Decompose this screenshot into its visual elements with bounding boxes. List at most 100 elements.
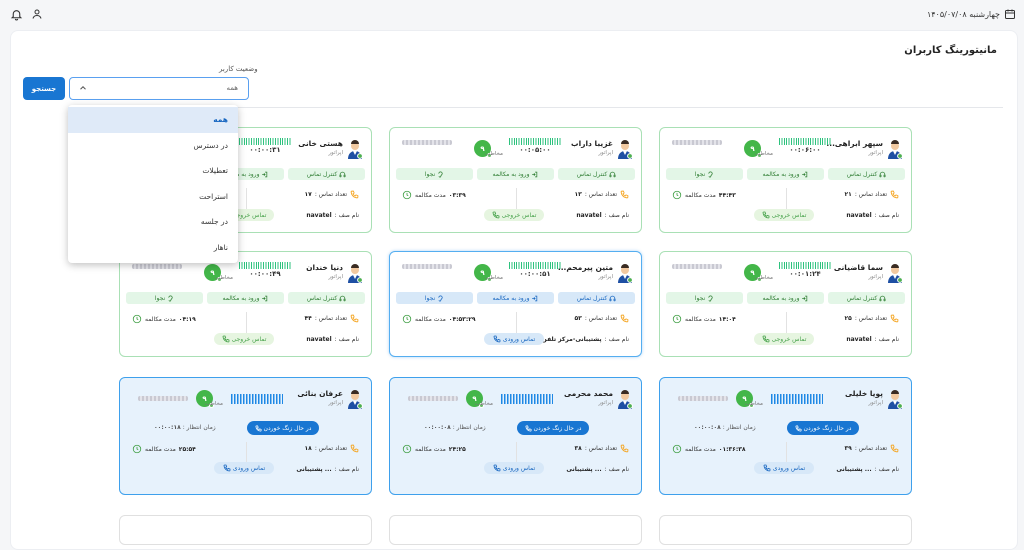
whisper-button[interactable]: نجوا bbox=[666, 168, 743, 180]
user-icon[interactable] bbox=[31, 8, 43, 20]
stats-divider bbox=[246, 312, 247, 342]
user-card: پویا خلیلی اپراتور ۹ مخاطب در حال زنگ خو… bbox=[659, 377, 912, 495]
status-circle: ۹ bbox=[204, 264, 222, 282]
user-role: اپراتور bbox=[868, 274, 883, 280]
user-name: پویا خلیلی bbox=[845, 389, 883, 398]
queue-name: نام صف :پشتیبانی ... bbox=[296, 466, 359, 473]
subscriber-label: مخاطب bbox=[485, 151, 503, 157]
calendar-icon bbox=[1004, 8, 1016, 20]
wait-time: زمان انتظار : ۰۰:۰۰:۱۸ bbox=[154, 424, 216, 431]
user-role: اپراتور bbox=[328, 150, 343, 156]
dropdown-option[interactable]: همه bbox=[68, 107, 238, 133]
status-dropdown-menu: همه در دسترس تعطیلات استراحت در جلسه ناه… bbox=[68, 105, 238, 263]
call-control-button[interactable]: کنترل تماس bbox=[828, 292, 905, 304]
circle-value: ۹ bbox=[750, 268, 755, 277]
user-status-select[interactable]: همه bbox=[69, 77, 249, 100]
whisper-button[interactable]: نجوا bbox=[396, 292, 473, 304]
divider bbox=[69, 107, 1003, 108]
search-button[interactable]: جستجو bbox=[23, 77, 65, 100]
whisper-button[interactable]: نجوا bbox=[666, 292, 743, 304]
enter-call-button[interactable]: ورود به مکالمه bbox=[477, 292, 554, 304]
call-type-button[interactable]: تماس ورودی bbox=[214, 462, 274, 474]
avatar-icon bbox=[617, 390, 633, 410]
phone-icon bbox=[492, 211, 499, 219]
ringing-badge[interactable]: در حال زنگ خوردن bbox=[787, 421, 859, 435]
call-type-button[interactable]: تماس خروجی bbox=[754, 333, 814, 345]
user-role: اپراتور bbox=[328, 274, 343, 280]
call-type-button[interactable]: تماس ورودی bbox=[484, 462, 544, 474]
whisper-button[interactable]: نجوا bbox=[126, 292, 203, 304]
user-card: دنیا خندان اپراتور ۰۰:۰۰:۴۹ ۹ مخاطب کنتر… bbox=[119, 251, 372, 357]
user-name: دنیا خندان bbox=[306, 263, 343, 272]
call-type-button[interactable]: تماس ورودی bbox=[754, 462, 814, 474]
user-role: اپراتور bbox=[328, 400, 343, 406]
call-control-button[interactable]: کنترل تماس bbox=[828, 168, 905, 180]
clock-icon bbox=[132, 314, 142, 324]
ringing-badge[interactable]: در حال زنگ خوردن bbox=[517, 421, 589, 435]
top-bar: چهارشنبه ۱۴۰۵/۰۷/۰۸ bbox=[0, 0, 1024, 28]
stats-divider bbox=[246, 188, 247, 218]
user-name: غزیبا داراب bbox=[571, 139, 613, 148]
subscriber-label: مخاطب bbox=[215, 275, 233, 281]
user-role: اپراتور bbox=[598, 274, 613, 280]
queue-name: نام صف :navatel bbox=[576, 212, 629, 219]
status-timer bbox=[501, 394, 553, 405]
subscriber-number bbox=[678, 396, 728, 401]
call-type-button[interactable]: تماس ورودی bbox=[484, 333, 544, 345]
whisper-button[interactable]: نجوا bbox=[396, 168, 473, 180]
phone-icon bbox=[763, 464, 771, 472]
enter-call-button[interactable]: ورود به مکالمه bbox=[747, 168, 824, 180]
dropdown-option[interactable]: استراحت bbox=[199, 191, 228, 201]
user-card-partial bbox=[389, 515, 642, 545]
status-circle: ۹ bbox=[474, 264, 492, 282]
dropdown-option[interactable]: در دسترس bbox=[193, 140, 228, 150]
call-type-button[interactable]: تماس خروجی bbox=[754, 209, 814, 221]
action-badges: کنترل تماس ورود به مکالمه نجوا bbox=[396, 292, 635, 304]
call-count: تعداد تماس :۱۳ bbox=[574, 190, 629, 199]
subscriber-label: مخاطب bbox=[205, 401, 223, 407]
call-control-button[interactable]: کنترل تماس bbox=[558, 292, 635, 304]
enter-call-button[interactable]: ورود به مکالمه bbox=[747, 292, 824, 304]
queue-name: نام صف :navatel bbox=[846, 212, 899, 219]
call-control-button[interactable]: کنترل تماس bbox=[558, 168, 635, 180]
phone-icon bbox=[620, 444, 629, 453]
subscriber-label: مخاطب bbox=[485, 275, 503, 281]
phone-icon bbox=[890, 444, 899, 453]
phone-icon bbox=[350, 444, 359, 453]
timer-value: ۰۰:۰۶:۰۰ bbox=[789, 146, 821, 154]
user-card: محمد محرمی اپراتور ۹ مخاطب در حال زنگ خو… bbox=[389, 377, 642, 495]
status-timer: ۰۰:۰۶:۰۰ bbox=[779, 138, 831, 154]
bell-icon[interactable] bbox=[10, 8, 23, 21]
call-count: تعداد تماس :۳۸ bbox=[574, 444, 629, 453]
status-circle: ۹ bbox=[474, 140, 492, 158]
dropdown-option[interactable]: ناهار bbox=[213, 242, 228, 252]
phone-icon bbox=[890, 314, 899, 323]
timer-value: ۰۰:۰۱:۲۴ bbox=[789, 270, 821, 278]
call-count: تعداد تماس :۳۹ bbox=[844, 444, 899, 453]
stats-divider bbox=[786, 188, 787, 218]
avatar-icon bbox=[887, 140, 903, 160]
enter-call-button[interactable]: ورود به مکالمه bbox=[207, 292, 284, 304]
online-dot bbox=[217, 277, 222, 282]
circle-value: ۹ bbox=[480, 268, 485, 277]
call-type-button[interactable]: تماس خروجی bbox=[484, 209, 544, 221]
ringing-badge[interactable]: در حال زنگ خوردن bbox=[247, 421, 319, 435]
timer-bars bbox=[771, 394, 823, 404]
status-circle: ۹ bbox=[744, 140, 762, 158]
subscriber-label: مخاطب bbox=[755, 275, 773, 281]
enter-call-button[interactable]: ورود به مکالمه bbox=[477, 168, 554, 180]
action-badges: کنترل تماس ورود به مکالمه نجوا bbox=[666, 168, 905, 180]
phone-icon bbox=[223, 464, 231, 472]
call-type-button[interactable]: تماس خروجی bbox=[214, 333, 274, 345]
call-control-button[interactable]: کنترل تماس bbox=[288, 292, 365, 304]
queue-name: نام صف :navatel bbox=[846, 336, 899, 343]
call-control-button[interactable]: کنترل تماس bbox=[288, 168, 365, 180]
timer-value: ۰۰:۰۵:۰۰ bbox=[519, 146, 551, 154]
dropdown-option[interactable]: تعطیلات bbox=[202, 166, 228, 176]
dropdown-option[interactable]: در جلسه bbox=[200, 217, 228, 227]
